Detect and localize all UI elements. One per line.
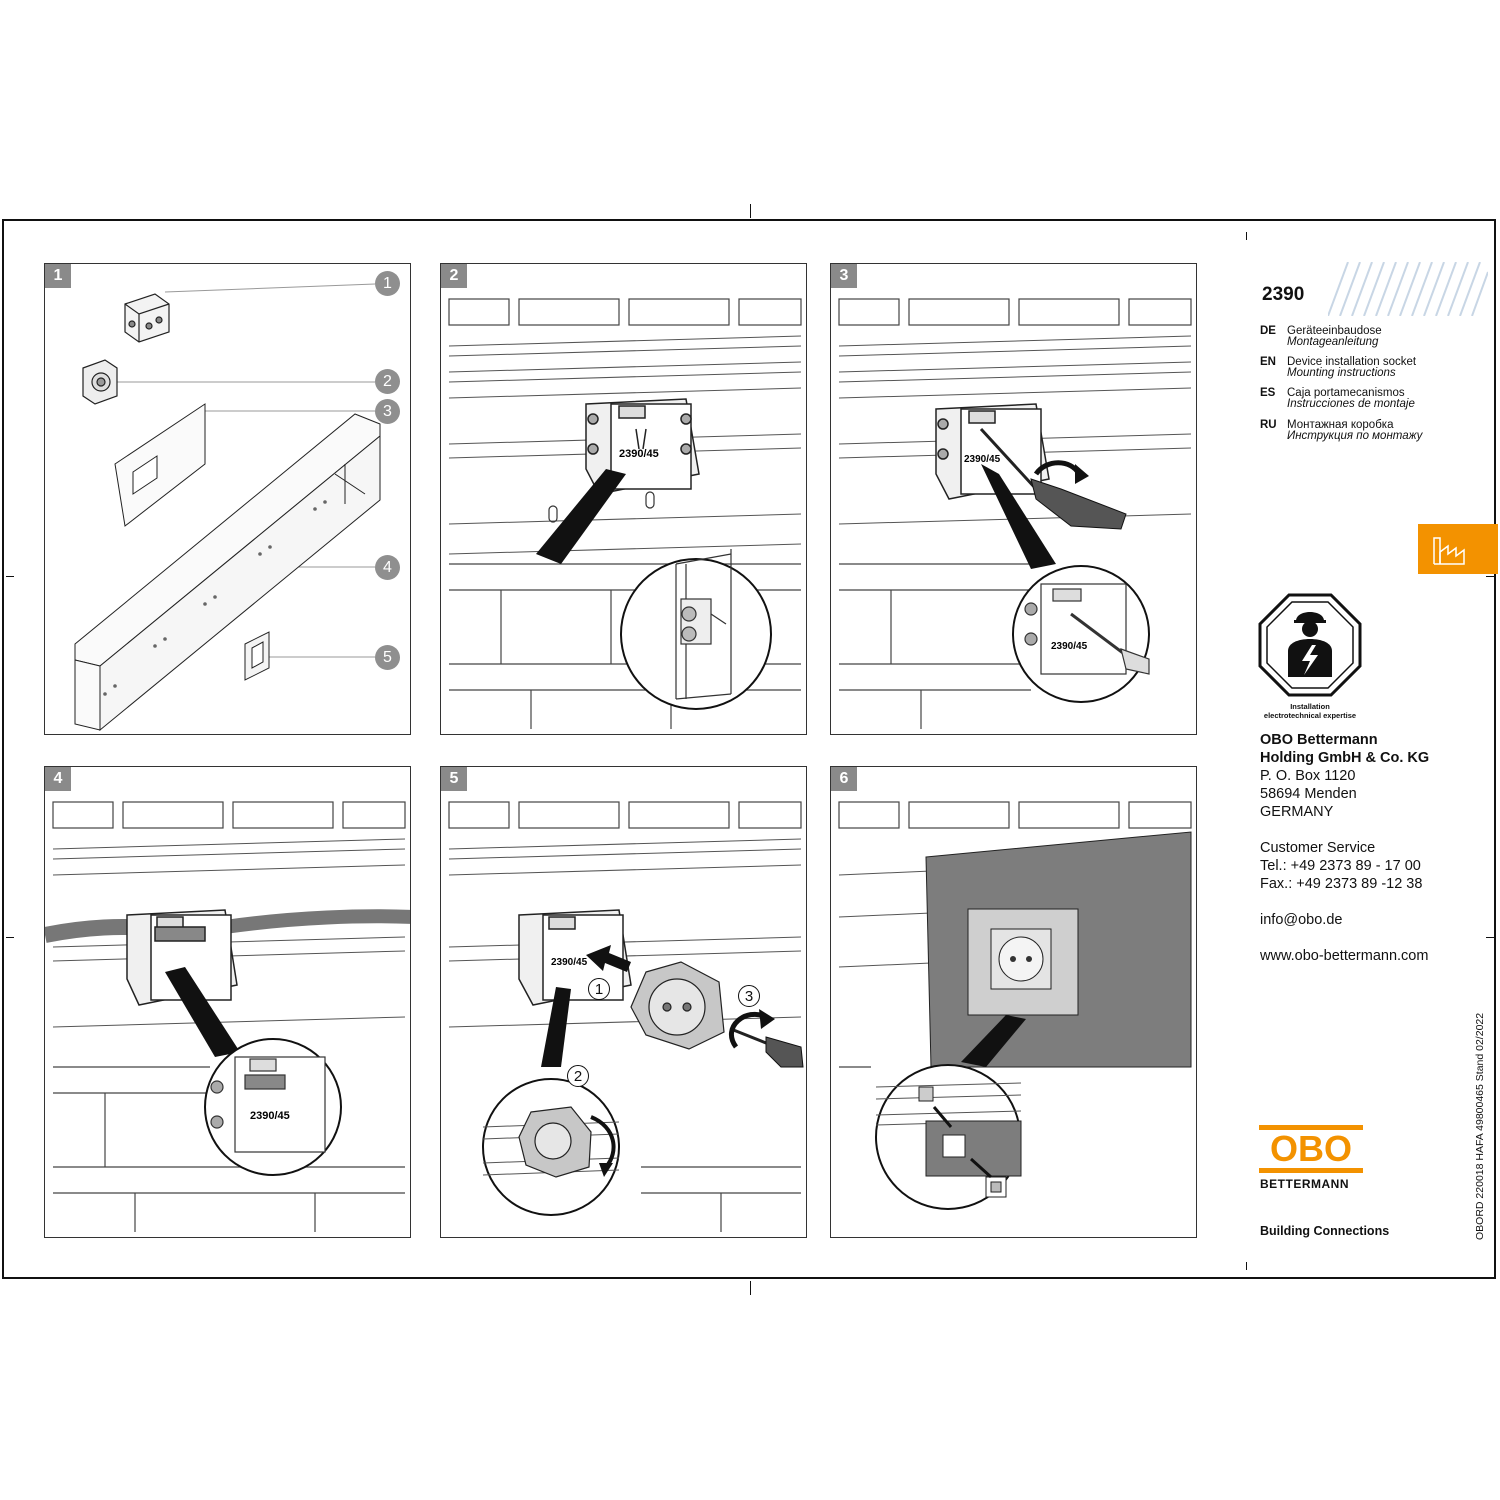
crop-mark-left-1 xyxy=(6,576,14,577)
device-box-icon xyxy=(124,293,170,343)
crop-mark-top-right xyxy=(1246,232,1247,240)
crop-mark-bottom-right xyxy=(1246,1262,1247,1270)
trunking-icon xyxy=(74,413,381,732)
company-address: P. O. Box 1120 58694 Menden GERMANY xyxy=(1260,768,1357,820)
svg-text:OBO: OBO xyxy=(1270,1128,1352,1169)
step-5-panel: 5 2390/45 xyxy=(440,766,807,1238)
svg-text:2390/45: 2390/45 xyxy=(1051,641,1088,652)
box-label: 2390/45 xyxy=(964,454,1001,465)
svg-text:2390/45: 2390/45 xyxy=(551,957,588,968)
callout-3: 3 xyxy=(375,399,400,424)
product-number: 2390 xyxy=(1262,284,1305,305)
callout-5: 5 xyxy=(375,645,400,670)
box-label: 2390/45 xyxy=(619,448,659,460)
expertise-label: Installation electrotechnical expertise xyxy=(1263,702,1357,720)
brand-slogan: Building Connections xyxy=(1260,1224,1390,1238)
section-tab xyxy=(1418,524,1498,574)
obo-logo-mark: OBO xyxy=(1259,1125,1363,1173)
step-number-badge: 2 xyxy=(441,264,467,288)
socket-insert xyxy=(630,961,725,1050)
small-cover-icon xyxy=(244,631,270,681)
crop-mark-top xyxy=(750,204,751,218)
company-name: OBO Bettermann Holding GmbH & Co. KG xyxy=(1260,732,1430,766)
step-6-illustration xyxy=(838,801,1192,1210)
step-3-illustration: 2390/45 2390/45 xyxy=(838,298,1192,729)
step-number-badge: 6 xyxy=(831,767,857,791)
obo-logo: OBO xyxy=(1259,1125,1363,1173)
substep-2: 2 xyxy=(567,1065,589,1087)
step-6-panel: 6 xyxy=(830,766,1197,1238)
step-2-panel: 2 2390/45 xyxy=(440,263,807,735)
device-box xyxy=(585,398,700,495)
screwdriver-icon xyxy=(979,427,1127,530)
cover-plate-icon xyxy=(114,403,206,527)
step-4-panel: 4 2390/45 xyxy=(44,766,411,1238)
step-number-badge: 5 xyxy=(441,767,467,791)
callout-4: 4 xyxy=(375,555,400,580)
step-number-badge: 1 xyxy=(45,264,71,288)
email-link[interactable]: info@obo.de xyxy=(1260,912,1343,928)
crop-mark-right-1 xyxy=(1486,576,1494,577)
step-1-panel: 1 xyxy=(44,263,411,735)
electrician-icon xyxy=(1258,593,1362,697)
components-illustration xyxy=(74,283,381,732)
substep-3: 3 xyxy=(738,985,760,1007)
step-number-badge: 4 xyxy=(45,767,71,791)
hatch-decoration xyxy=(1328,262,1488,316)
step-4-illustration: 2390/45 xyxy=(45,801,410,1232)
callout-2: 2 xyxy=(375,369,400,394)
customer-service: Customer Service Tel.: +49 2373 89 - 17 … xyxy=(1260,840,1423,892)
crop-mark-bottom xyxy=(750,1281,751,1295)
document-reference: OBORD 220018 HAFA 49800465 Stand 02/2022 xyxy=(1474,1012,1486,1240)
step-number-badge: 3 xyxy=(831,264,857,288)
brand-sub: BETTERMANN xyxy=(1260,1177,1349,1191)
svg-text:2390/45: 2390/45 xyxy=(250,1110,290,1122)
substep-1: 1 xyxy=(588,978,610,1000)
step-5-illustration: 2390/45 xyxy=(448,801,804,1232)
callout-1: 1 xyxy=(375,271,400,296)
crop-mark-right-2 xyxy=(1486,937,1494,938)
socket-insert-icon xyxy=(82,359,118,405)
step-2-illustration: 2390/45 xyxy=(448,298,802,729)
website-link[interactable]: www.obo-bettermann.com xyxy=(1260,948,1429,964)
step-3-panel: 3 2390/45 xyxy=(830,263,1197,735)
sheet-frame xyxy=(2,219,1496,1279)
crop-mark-left-2 xyxy=(6,937,14,938)
factory-icon xyxy=(1433,537,1465,565)
